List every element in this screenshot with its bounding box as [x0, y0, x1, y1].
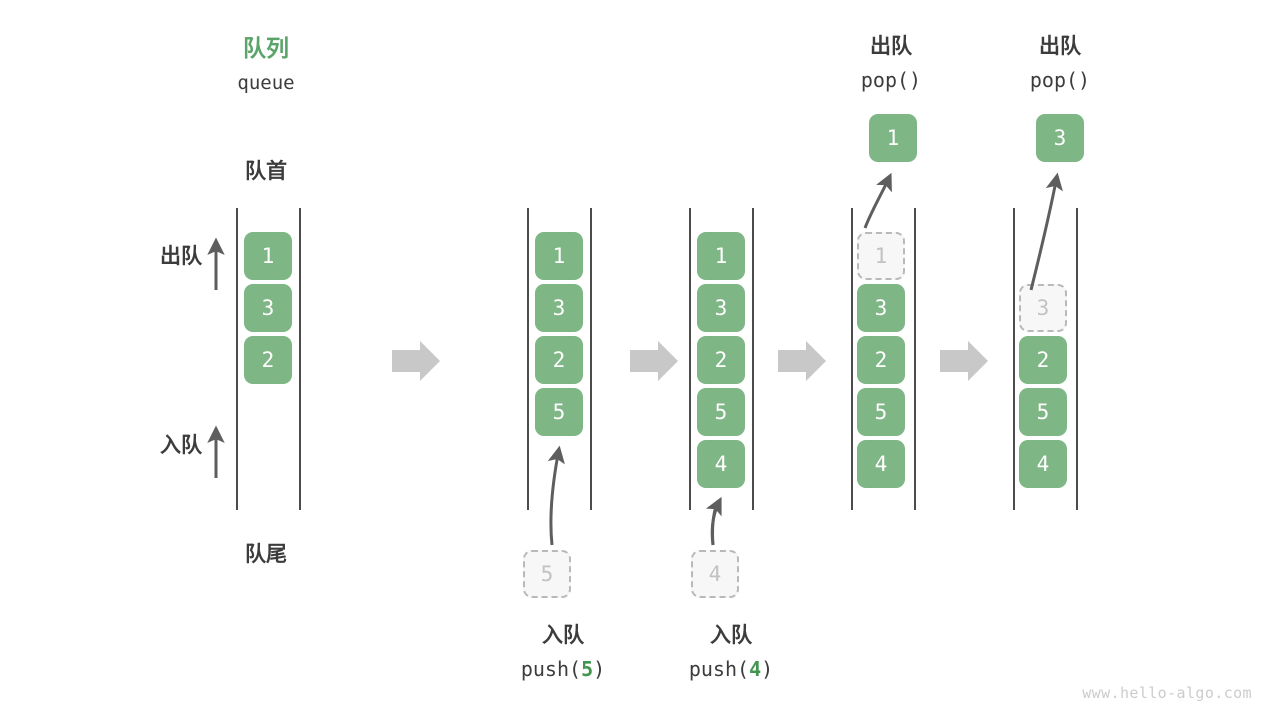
removed-element-slot: 1 [857, 232, 905, 280]
queue-rail-right [914, 208, 916, 510]
pending-push-element: 4 [691, 550, 739, 598]
push-arrow-5 [547, 445, 565, 546]
queue-cell: 4 [1019, 440, 1067, 488]
queue-cell: 1 [697, 232, 745, 280]
enqueue-direction-label: 入队 [160, 434, 202, 457]
popped-element: 3 [1036, 114, 1084, 162]
push-arrow-4 [705, 496, 722, 546]
step-caption-code: push(5) [521, 656, 605, 684]
step-caption-code: push(4) [689, 656, 773, 684]
diagram-title-en: queue [237, 72, 295, 94]
queue-rail-left [851, 208, 853, 510]
queue-cell: 3 [697, 284, 745, 332]
code-prefix: push( [688, 657, 750, 681]
code-suffix: ) [593, 657, 606, 681]
queue-cell: 2 [857, 336, 905, 384]
queue-cell: 2 [697, 336, 745, 384]
queue-rail-right [1076, 208, 1078, 510]
queue-cell: 3 [244, 284, 292, 332]
queue-rail-left [689, 208, 691, 510]
queue-cell: 1 [535, 232, 583, 280]
queue-cell: 4 [857, 440, 905, 488]
queue-cell: 1 [244, 232, 292, 280]
pending-push-element: 5 [523, 550, 571, 598]
queue-cell-new: 5 [535, 388, 583, 436]
code-value: 5 [581, 657, 594, 681]
step-caption-cn: 入队 [542, 624, 584, 647]
code-prefix: push( [520, 657, 582, 681]
watermark: www.hello-algo.com [1082, 684, 1252, 702]
step-caption-cn: 出队 [1039, 35, 1081, 58]
queue-cell: 2 [535, 336, 583, 384]
queue-cell: 5 [857, 388, 905, 436]
pop-arrow-1 [863, 172, 892, 229]
queue-cell: 5 [697, 388, 745, 436]
queue-cell: 3 [857, 284, 905, 332]
queue-cell-new: 4 [697, 440, 745, 488]
step-caption-code: pop() [1029, 68, 1091, 92]
step-caption-cn: 入队 [710, 624, 752, 647]
step-connector-arrow [630, 341, 678, 381]
step-connector-arrow [392, 341, 440, 381]
queue-cell: 2 [1019, 336, 1067, 384]
queue-cell: 2 [244, 336, 292, 384]
queue-rail-right [752, 208, 754, 510]
dequeue-direction-label: 出队 [160, 245, 202, 268]
diagram-title-cn: 队列 [243, 35, 289, 61]
step-caption-code: pop() [860, 68, 922, 92]
queue-rail-left [1013, 208, 1015, 510]
step-connector-arrow [940, 341, 988, 381]
queue-rail-left [527, 208, 529, 510]
queue-tail-label: 队尾 [245, 543, 287, 566]
removed-element-slot: 3 [1019, 284, 1067, 332]
queue-rail-right [299, 208, 301, 510]
queue-rail-right [590, 208, 592, 510]
code-value: 4 [749, 657, 762, 681]
step-connector-arrow [778, 341, 826, 381]
pop-arrow-3 [1029, 172, 1063, 291]
queue-cell: 3 [535, 284, 583, 332]
step-caption-cn: 出队 [870, 35, 912, 58]
queue-head-label: 队首 [245, 160, 287, 183]
queue-cell: 5 [1019, 388, 1067, 436]
popped-element: 1 [869, 114, 917, 162]
code-suffix: ) [761, 657, 774, 681]
queue-rail-left [236, 208, 238, 510]
